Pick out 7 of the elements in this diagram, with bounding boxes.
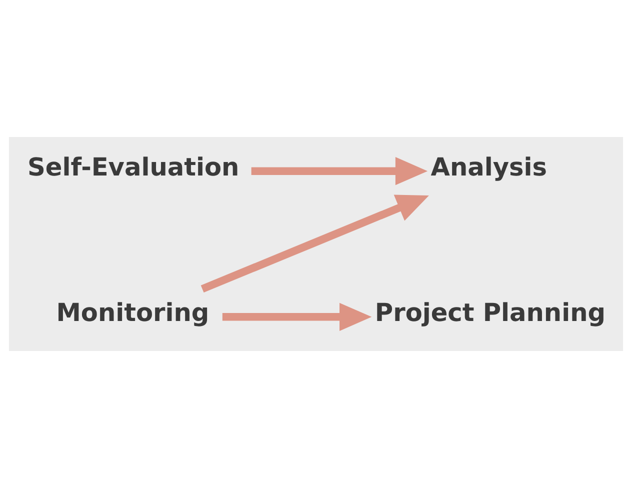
node-text: Analysis <box>430 152 548 182</box>
node-text: Monitoring <box>56 298 210 328</box>
arrow <box>251 157 428 186</box>
arrow <box>200 194 429 293</box>
node-text: Project Planning <box>374 298 606 328</box>
node-text: Self-Evaluation <box>28 152 240 182</box>
arrow <box>222 302 372 331</box>
